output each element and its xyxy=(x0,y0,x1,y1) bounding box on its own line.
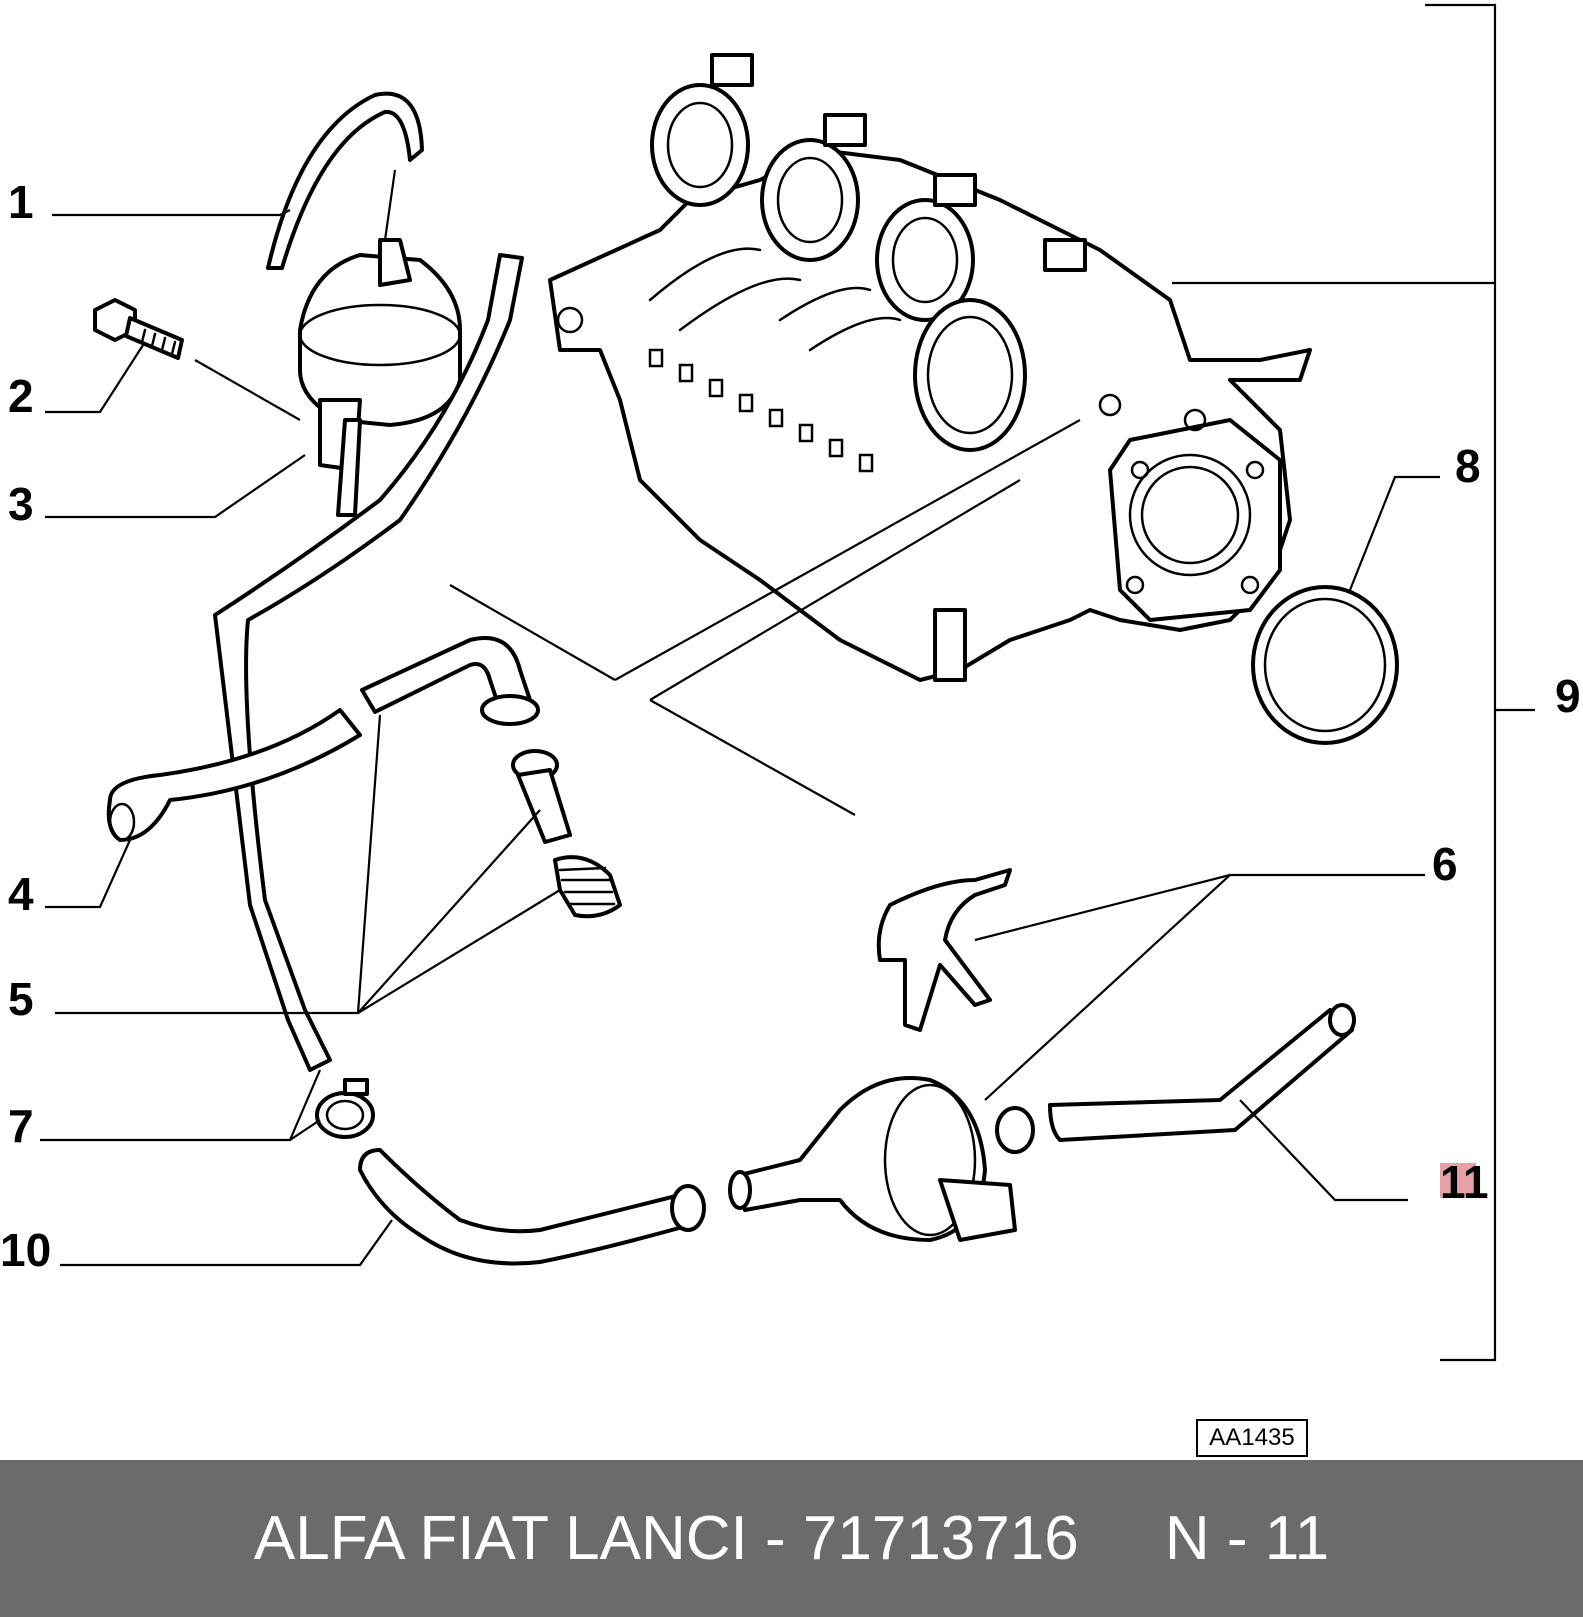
callout-8: 8 xyxy=(1455,440,1481,492)
hose-part-11 xyxy=(1048,1003,1356,1142)
footer-separator: - xyxy=(747,1504,803,1573)
callout-6: 6 xyxy=(1432,838,1458,890)
long-hose xyxy=(213,253,524,1072)
callout-11-highlight xyxy=(1440,1163,1476,1198)
hose-set-part-5 xyxy=(360,636,622,919)
callout-1: 1 xyxy=(8,176,34,228)
callout-3: 3 xyxy=(8,478,34,530)
clamp-part-7 xyxy=(315,1078,375,1139)
footer-brand: ALFA FIAT LANCI xyxy=(253,1504,748,1573)
footer-position-label: N - 11 xyxy=(1164,1504,1330,1573)
callout-5: 5 xyxy=(8,973,34,1025)
leader-lines xyxy=(40,3,1535,1362)
callout-10: 10 xyxy=(0,1224,51,1276)
hose-part-4 xyxy=(106,708,362,842)
parts-diagram: 1 2 3 4 5 6 7 8 9 10 11 xyxy=(0,3,1581,1362)
bracket-part-6 xyxy=(876,868,1012,1032)
footer-part-number: 71713716 xyxy=(802,1504,1079,1573)
vacuum-hose-part-1 xyxy=(266,91,424,270)
callout-9: 9 xyxy=(1555,670,1581,722)
footer-banner: ALFA FIAT LANCI - 71713716 N - 11 xyxy=(0,1460,1583,1617)
callout-11: 11 xyxy=(1440,1156,1489,1208)
footer-gap xyxy=(1079,1503,1165,1574)
diagram-reference-code: AA1435 xyxy=(1196,1419,1308,1457)
callout-7: 7 xyxy=(8,1100,34,1152)
gasket-part-8 xyxy=(1251,585,1399,745)
bolt-part-2 xyxy=(93,298,184,360)
valve-part-6 xyxy=(728,1076,1035,1242)
intake-manifold xyxy=(548,53,1312,682)
callout-labels: 1 2 3 4 5 6 7 8 9 10 11 xyxy=(0,176,1581,1276)
callout-4: 4 xyxy=(8,868,34,920)
vacuum-valve-part-3 xyxy=(298,238,462,517)
callout-2: 2 xyxy=(8,370,34,422)
hose-part-10 xyxy=(358,1148,706,1266)
